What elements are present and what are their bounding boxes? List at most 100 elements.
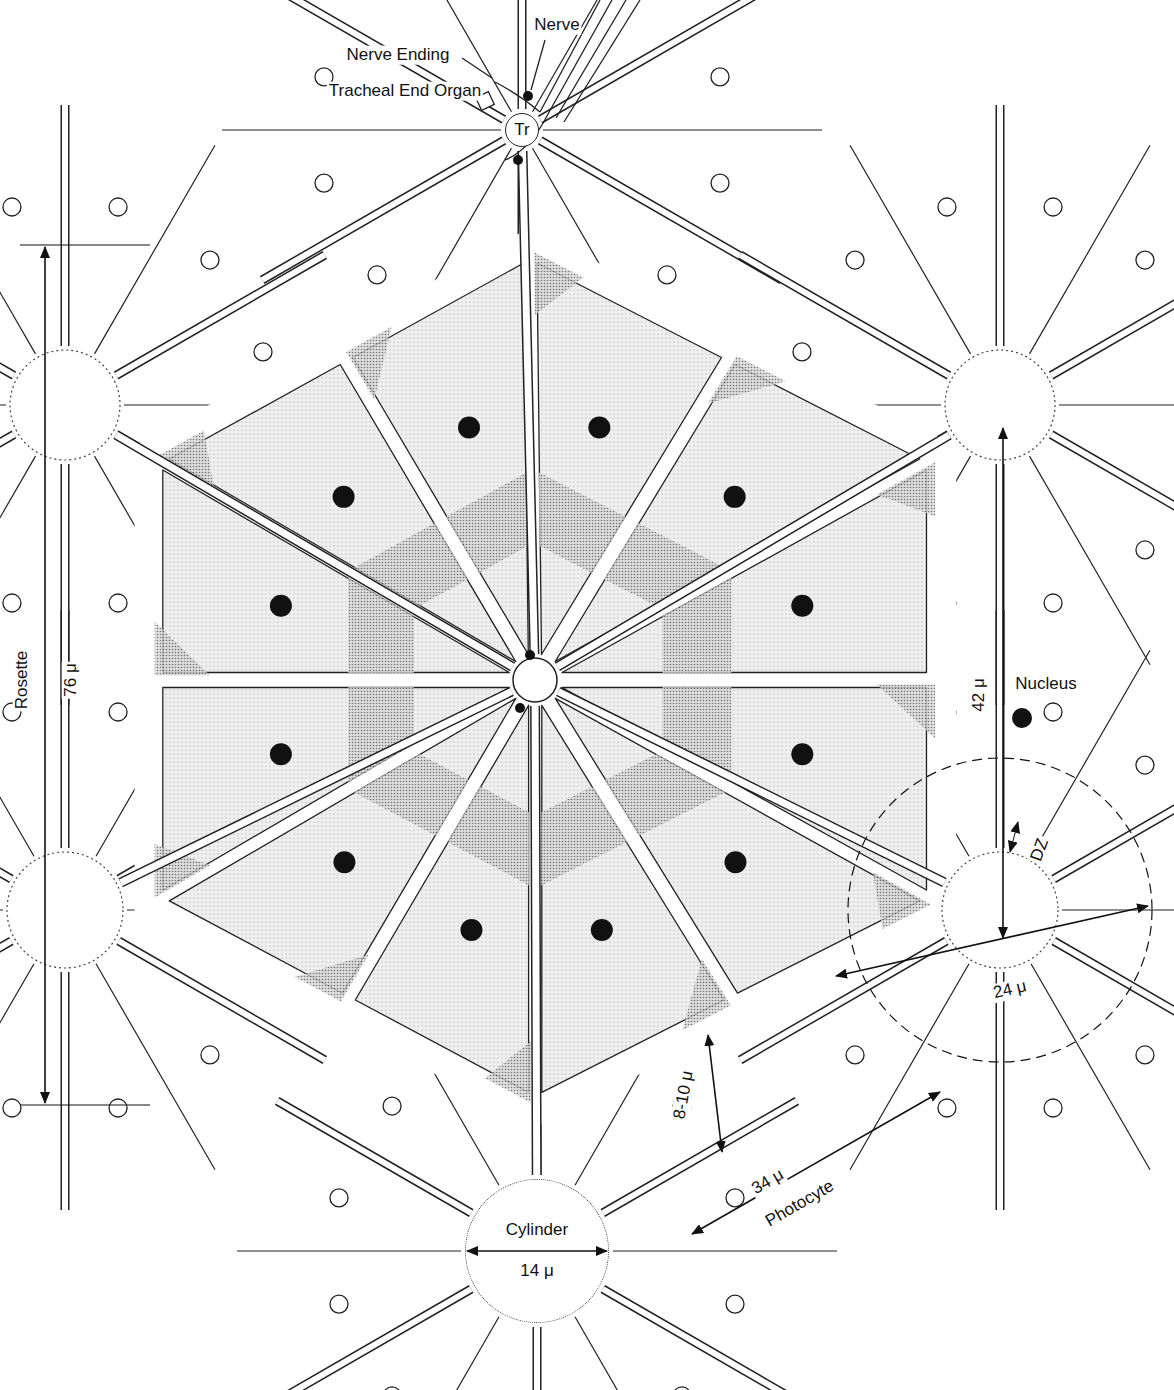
tracheole xyxy=(116,255,325,376)
open-nucleus xyxy=(383,1097,401,1115)
open-nucleus xyxy=(846,251,864,269)
tracheole-lumen xyxy=(603,1101,797,1213)
cell-boundary xyxy=(1062,909,1174,910)
dark-stipple xyxy=(663,578,732,674)
nucleus xyxy=(458,417,480,439)
nerve-dot xyxy=(525,650,535,660)
tracheole-lumen xyxy=(534,1327,540,1390)
tracheole-lumen xyxy=(519,0,525,109)
open-nucleus xyxy=(3,594,21,612)
part-label: DZ xyxy=(1027,834,1054,865)
open-nucleus xyxy=(726,1295,744,1313)
tracheole-lumen xyxy=(0,941,11,1060)
photocyte xyxy=(562,470,927,673)
nucleus xyxy=(333,851,355,873)
open-nucleus xyxy=(109,594,127,612)
open-nucleus xyxy=(1136,541,1154,559)
dimension-arrow xyxy=(708,1035,722,1152)
open-nucleus xyxy=(711,68,729,86)
trachea xyxy=(522,151,534,654)
tracheole-lumen xyxy=(603,1289,797,1390)
open-nucleus xyxy=(383,1387,401,1390)
open-nucleus xyxy=(1136,251,1154,269)
tracheole-lumen xyxy=(0,255,14,376)
part-label: Tracheal End Organ xyxy=(327,82,483,101)
nerve-branch xyxy=(505,114,548,160)
dark-stipple xyxy=(446,472,528,573)
cell-boundary xyxy=(0,909,3,910)
nerve-ending xyxy=(495,82,540,112)
open-nucleus xyxy=(109,198,127,216)
tracheole xyxy=(277,1101,471,1213)
nucleus xyxy=(270,595,292,617)
trachea-lumen xyxy=(535,706,537,1175)
dark-stipple xyxy=(447,786,529,885)
part-label: Rosette xyxy=(13,649,32,712)
open-nucleus xyxy=(3,198,21,216)
tracheole-lumen xyxy=(997,610,1003,848)
tick-line xyxy=(20,1105,150,1106)
dimension-arrow xyxy=(1010,822,1018,852)
trachea-lumen xyxy=(116,435,513,667)
cell-boundary xyxy=(96,964,215,1170)
trachea xyxy=(535,706,537,1175)
dark-stipple xyxy=(155,622,211,676)
tracheole xyxy=(0,941,11,1060)
open-nucleus xyxy=(1044,1099,1062,1117)
open-nucleus xyxy=(793,343,811,361)
dimension-arrow xyxy=(467,1250,607,1252)
open-nucleus xyxy=(330,1189,348,1207)
leader-line xyxy=(462,58,492,78)
cell-boundary xyxy=(237,1250,461,1251)
cylinder-ground xyxy=(465,1179,609,1323)
open-nucleus xyxy=(3,1099,21,1117)
leader-line xyxy=(531,40,545,90)
part-label: Nucleus xyxy=(1013,675,1078,694)
open-nucleus xyxy=(330,1295,348,1313)
tracheole xyxy=(1054,941,1174,1060)
dark-stipple xyxy=(539,472,626,573)
open-nucleus xyxy=(315,174,333,192)
open-nucleus xyxy=(1136,756,1154,774)
dark-stipple xyxy=(873,872,931,929)
dimension-arrow xyxy=(836,906,1148,976)
cell-boundary xyxy=(543,129,822,130)
part-label: Nerve Ending xyxy=(344,46,451,65)
tracheole xyxy=(0,760,11,879)
cell-boundary xyxy=(0,145,36,354)
rosette xyxy=(116,151,956,1175)
nucleus xyxy=(724,851,746,873)
nerve xyxy=(462,0,640,160)
trachea-lumen xyxy=(522,151,534,654)
tracheole-lumen xyxy=(0,435,14,556)
tracheole xyxy=(603,1101,797,1213)
trachea-lumen xyxy=(121,691,512,882)
trachea xyxy=(558,692,944,883)
cell-boundary xyxy=(95,145,216,354)
tracheole xyxy=(533,1327,542,1390)
tracheole-lumen xyxy=(1054,941,1174,1060)
open-nucleus xyxy=(1136,1046,1154,1064)
dark-stipple xyxy=(541,786,627,885)
nucleus xyxy=(270,743,292,765)
nerve-dot xyxy=(513,155,523,165)
dimension-arrow xyxy=(692,1092,940,1234)
cell-boundary xyxy=(850,964,969,1170)
tracheole-lumen xyxy=(0,760,11,879)
node-label: Cylinder xyxy=(504,1221,570,1240)
dark-stipple xyxy=(708,356,786,404)
cell-boundary xyxy=(613,1250,837,1251)
tracheole-lumen xyxy=(1051,435,1174,556)
nucleus xyxy=(791,743,813,765)
tracheole xyxy=(61,105,70,346)
tracheole xyxy=(1051,435,1174,556)
dark-stipple xyxy=(534,252,583,315)
tracheole xyxy=(0,255,14,376)
cylinders xyxy=(7,350,1058,1323)
open-nucleus xyxy=(711,174,729,192)
cylinder xyxy=(7,852,123,968)
tracheole-lumen xyxy=(62,972,68,1210)
open-nucleus xyxy=(938,198,956,216)
